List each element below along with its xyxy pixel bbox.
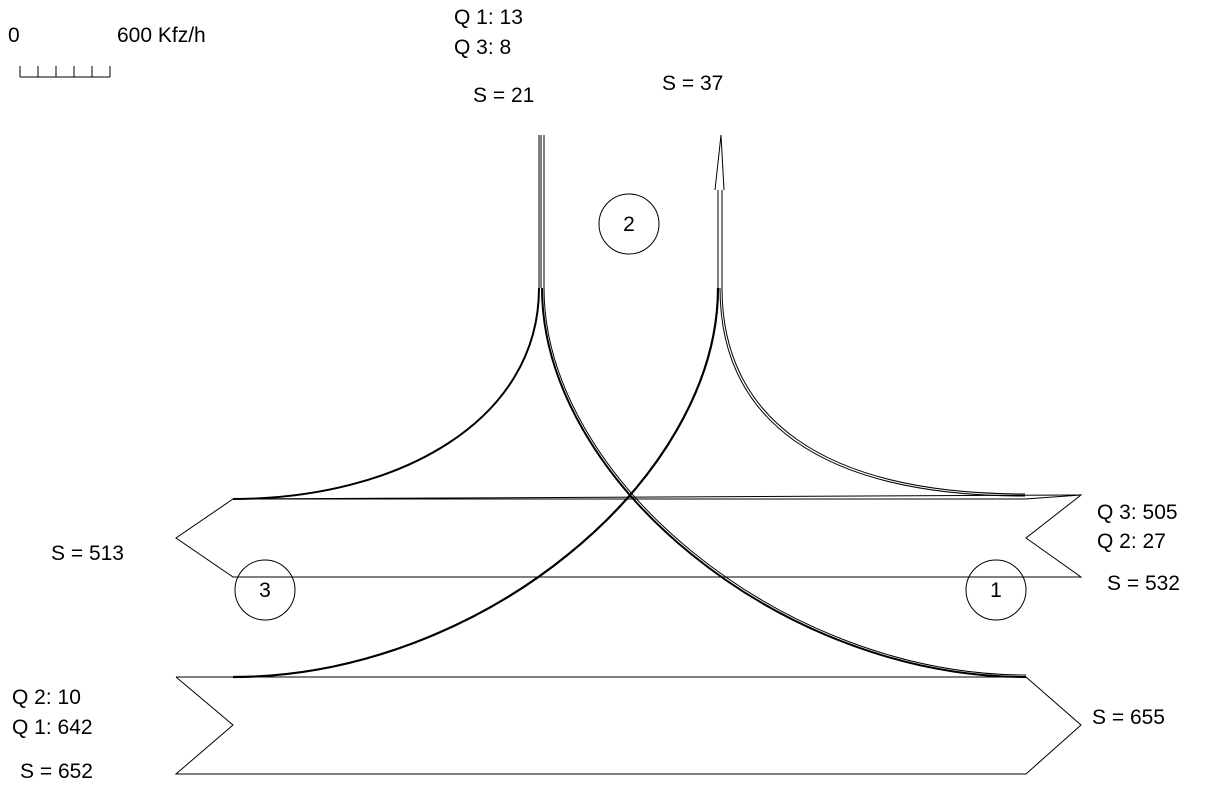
- east-q3-label: Q 3: 505: [1097, 501, 1178, 524]
- westbound-band-top: [232, 494, 1082, 500]
- scale-bar: [19, 66, 111, 78]
- flow-north-to-east: [541, 287, 1027, 678]
- flow-north-to-west: [232, 287, 540, 500]
- north-q3-label: Q 3: 8: [454, 36, 512, 59]
- node-circles: [234, 193, 1027, 621]
- west-q2-label: Q 2: 10: [12, 686, 81, 709]
- west-sum-out-label: S = 513: [51, 542, 124, 565]
- west-sum-in-label: S = 652: [20, 760, 93, 783]
- node-circle-3: [234, 559, 296, 621]
- north-q1-label: Q 1: 13: [454, 6, 523, 29]
- node-circle-1: [965, 559, 1027, 621]
- east-sum-out-label: S = 655: [1092, 706, 1165, 729]
- east-q2-label: Q 2: 27: [1097, 530, 1166, 553]
- node-circle-2: [598, 193, 660, 255]
- west-q1-label: Q 1: 642: [12, 716, 93, 739]
- north-sum-out-label: S = 37: [662, 72, 724, 95]
- flow-west-to-north: [232, 287, 720, 679]
- east-sum-in-label: S = 532: [1107, 572, 1180, 595]
- north-sum-in-label: S = 21: [473, 84, 535, 107]
- scale-end-label: 600 Kfz/h: [117, 24, 206, 47]
- node-label-2: 2: [623, 213, 635, 236]
- flow-north-right-to-east: [719, 287, 1026, 497]
- turning-flows: [232, 287, 1027, 679]
- node-label-3: 3: [259, 579, 271, 602]
- westbound-band-outline: [175, 494, 1083, 578]
- node-label-1: 1: [990, 579, 1002, 602]
- eastbound-band-outline: [174, 676, 1082, 775]
- scale-start-label: 0: [8, 24, 20, 47]
- north-arm-stems: [538, 134, 725, 288]
